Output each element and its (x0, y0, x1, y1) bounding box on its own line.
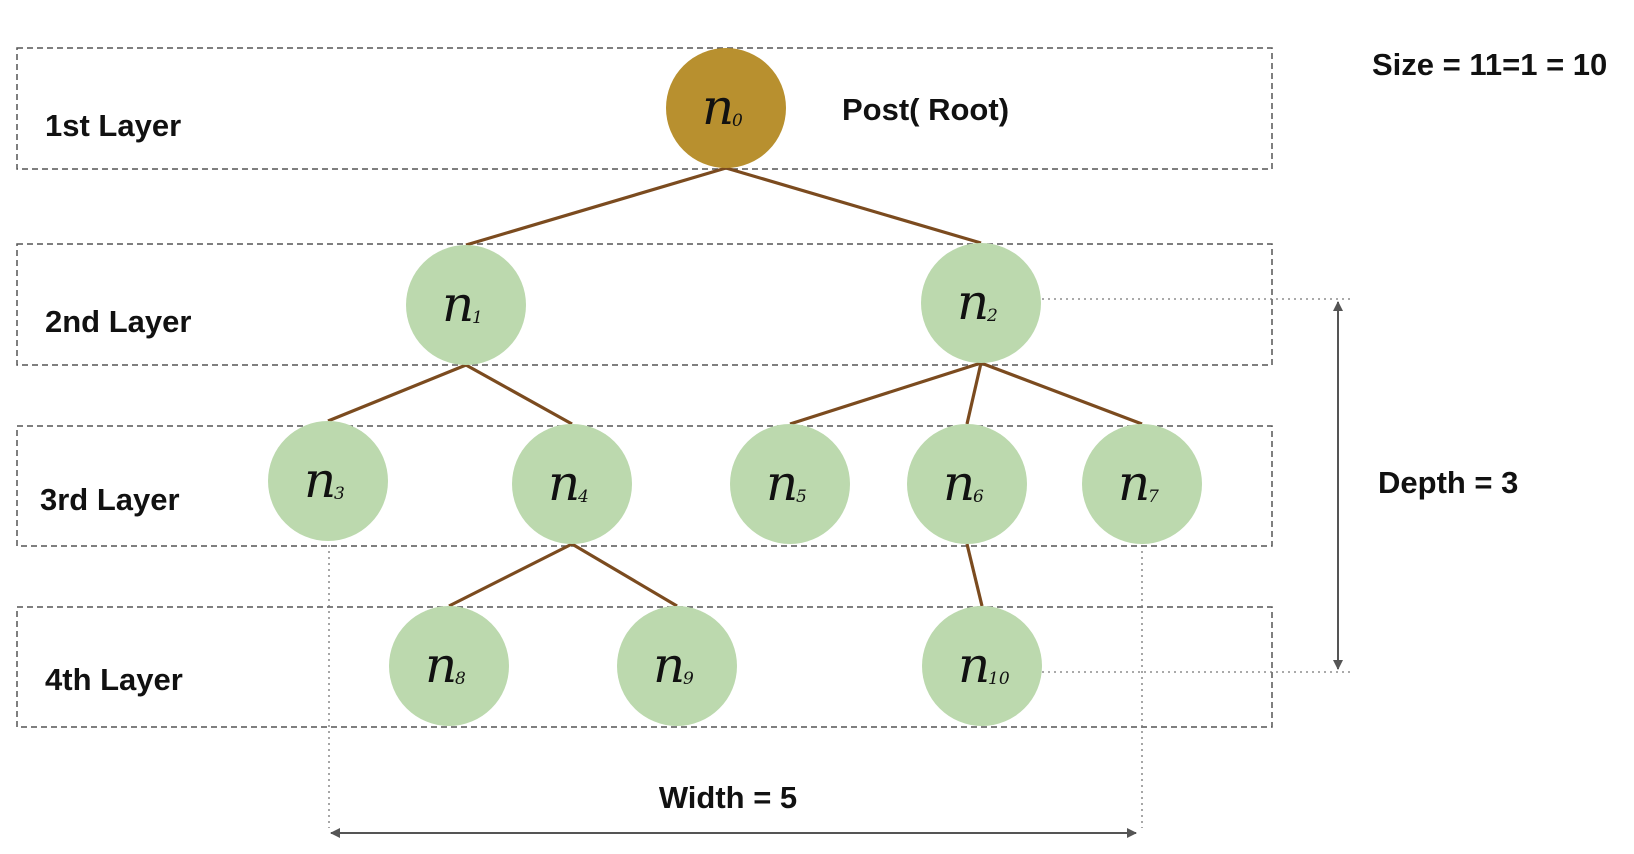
node-letter: n (548, 454, 580, 512)
node-circle (389, 606, 509, 726)
guide-lines (328, 298, 1350, 828)
node-subscript: 3 (334, 484, 345, 504)
node-n2: n2 (921, 243, 1041, 363)
node-n9: n9 (617, 606, 737, 726)
node-circle (921, 243, 1041, 363)
node-n1: n1 (406, 245, 526, 365)
edge-n2-n7 (980, 361, 1143, 426)
measure-arrows (330, 301, 1343, 838)
edge-n0-n1 (465, 166, 727, 247)
node-subscript: 9 (683, 669, 694, 689)
width-annotation: Width = 5 (659, 780, 797, 815)
node-subscript: 2 (986, 306, 998, 326)
edge-n2-n5 (789, 361, 982, 426)
node-circle (268, 421, 388, 541)
edge-n6-n10 (965, 543, 984, 607)
node-circle (617, 606, 737, 726)
node-letter: n (766, 454, 798, 512)
node-n10: n10 (922, 606, 1042, 726)
edge-n1-n3 (327, 363, 467, 423)
node-letter: n (1118, 454, 1150, 512)
layer-bands (16, 47, 1273, 728)
layer-label-3: 3rd Layer (40, 482, 180, 517)
layer-box-3 (16, 425, 1273, 547)
edge-n2-n6 (965, 362, 983, 425)
root-label: Post( Root) (842, 92, 1009, 127)
node-circle (907, 424, 1027, 544)
node-n0: n0 (666, 48, 786, 168)
node-subscript: 6 (973, 487, 984, 507)
node-subscript: 7 (1148, 487, 1159, 507)
node-n4: n4 (512, 424, 632, 544)
node-circle (666, 48, 786, 168)
node-n3: n3 (268, 421, 388, 541)
node-circle (1082, 424, 1202, 544)
layer-label-2: 2nd Layer (45, 304, 191, 339)
edges (327, 166, 1143, 608)
edge-n4-n8 (448, 542, 573, 608)
layer-labels: 1st Layer 2nd Layer 3rd Layer 4th Layer (40, 108, 191, 697)
node-subscript: 4 (577, 487, 589, 507)
node-subscript: 8 (455, 669, 466, 689)
edge-n4-n9 (571, 542, 678, 608)
size-annotation: Size = 11=1 = 10 (1372, 47, 1607, 82)
node-n5: n5 (730, 424, 850, 544)
node-subscript: 0 (732, 111, 743, 131)
layer-label-1: 1st Layer (45, 108, 181, 143)
node-letter: n (957, 273, 989, 331)
node-n6: n6 (907, 424, 1027, 544)
layer-box-4 (16, 606, 1273, 728)
node-letter: n (304, 451, 336, 509)
layer-label-4: 4th Layer (45, 662, 183, 697)
edge-n0-n2 (725, 166, 982, 245)
layer-box-1 (16, 47, 1273, 170)
node-subscript: 1 (472, 308, 483, 328)
node-circle (922, 606, 1042, 726)
node-letter: n (442, 275, 474, 333)
node-circle (406, 245, 526, 365)
node-circle (730, 424, 850, 544)
edge-n1-n4 (465, 363, 573, 426)
node-n8: n8 (389, 606, 509, 726)
node-letter: n (943, 454, 975, 512)
node-circle (512, 424, 632, 544)
layer-box-2 (16, 243, 1273, 366)
node-n7: n7 (1082, 424, 1202, 544)
node-subscript: 5 (796, 487, 807, 507)
depth-annotation: Depth = 3 (1378, 465, 1518, 500)
node-letter: n (653, 636, 685, 694)
node-letter: n (958, 636, 990, 694)
node-subscript: 10 (988, 669, 1010, 689)
node-letter: n (702, 78, 734, 136)
node-letter: n (425, 636, 457, 694)
